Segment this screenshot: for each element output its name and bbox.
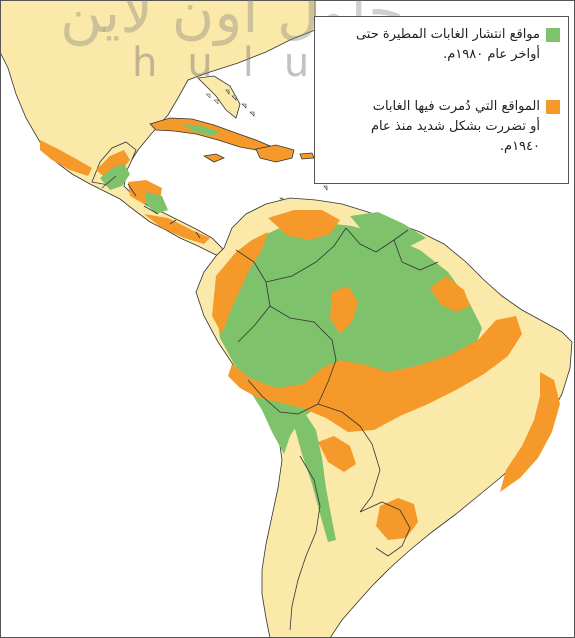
island-gulf-keys [205,93,219,105]
legend-rainforest-line2: أواخر عام ١٩٨٠م. [443,47,540,62]
sa-destroyed-bolivia [318,436,356,472]
legend-destroyed-line1: المواقع التي دُمرت فيها الغابات [372,99,540,114]
legend-rainforest-line1: مواقع انتشار الغابات المطيرة حتى [355,27,540,42]
legend-destroyed-line3: ١٩٤٠م. [499,139,540,154]
legend-swatch-green [546,28,560,42]
sa-destroyed-venezuela [268,210,340,240]
island-puerto-rico [299,152,315,160]
ca-forest-nicaragua [146,192,168,214]
sa-destroyed-colombia [212,232,268,334]
island-hispaniola [255,144,295,163]
island-jamaica [202,153,225,163]
sa-destroyed-atlantic-coast [500,372,560,492]
sa-destroyed-south-arc [228,316,522,432]
legend-text-rainforest: مواقع انتشار الغابات المطيرة حتى أواخر ع… [356,25,540,65]
legend-item-destroyed: المواقع التي دُمرت فيها الغابات أو تضررت… [325,97,560,157]
island-cuba-forest [182,124,220,136]
islands-bahamas [225,89,255,117]
ca-destroyed-costa-rica-panama [144,214,210,244]
legend: مواقع انتشار الغابات المطيرة حتى أواخر ع… [314,16,569,184]
sa-borders [235,227,439,631]
land-north-central-america [0,0,316,259]
sa-destroyed-amazon-interior [330,286,358,334]
legend-item-rainforest: مواقع انتشار الغابات المطيرة حتى أواخر ع… [325,25,560,65]
land-florida [197,75,241,119]
sa-forest-andes-strip [292,412,336,542]
legend-swatch-orange [546,100,560,114]
legend-destroyed-line2: أو تضررت بشكل شديد منذ عام [370,119,540,134]
sa-forest-guiana [350,212,426,246]
sa-destroyed-northeast [430,276,470,312]
sa-destroyed-parana [376,498,418,540]
ca-borders [101,175,201,239]
ca-destroyed-yucatan [96,150,130,180]
legend-text-destroyed: المواقع التي دُمرت فيها الغابات أو تضررت… [371,97,540,157]
ca-destroyed-mexico [40,140,92,176]
